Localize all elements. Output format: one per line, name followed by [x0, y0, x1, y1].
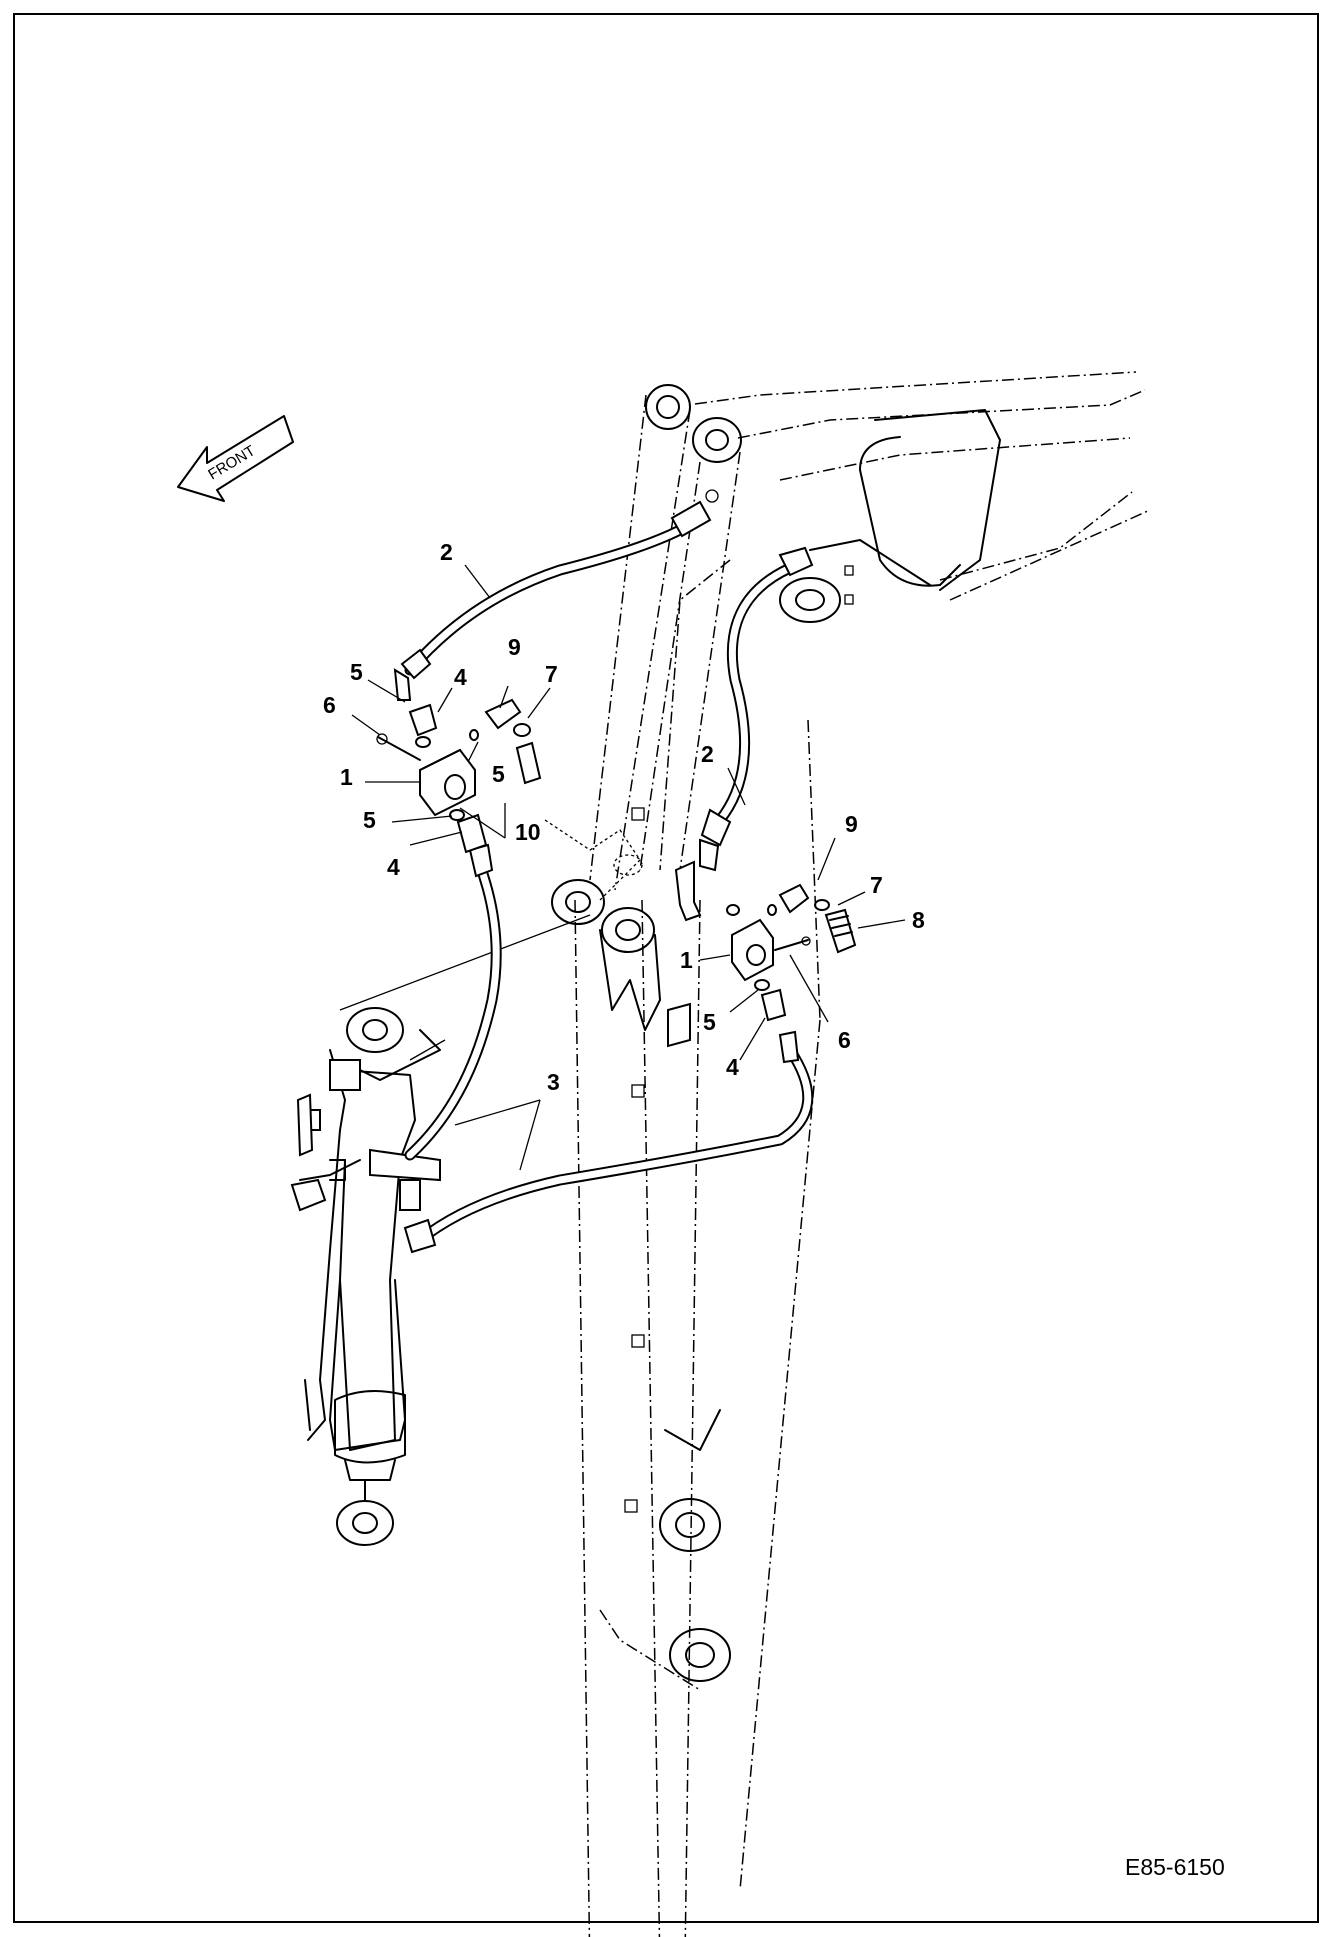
- callout-5-top-left: 5: [350, 659, 363, 685]
- callout-10: 10: [515, 819, 541, 845]
- drawing-number: E85-6150: [1125, 1854, 1225, 1880]
- callout-9-left: 9: [508, 634, 521, 660]
- callout-7-right: 7: [870, 872, 883, 898]
- hose-2-right: [699, 546, 814, 872]
- callout-4-right: 4: [726, 1054, 739, 1080]
- callout-2-upper-hose: 2: [440, 539, 453, 565]
- drawing-frame: [13, 13, 1319, 1923]
- callout-5-right: 5: [703, 1009, 716, 1035]
- hose-3: [403, 1030, 814, 1254]
- front-arrow-icon: FRONT: [177, 415, 294, 502]
- hose-2-upper: [393, 489, 719, 701]
- callout-2-right-hose: 2: [701, 741, 714, 767]
- callouts: 2 5 4 9 7 6 1 5 5 10 4 2 9 7 8 1 5 6 4 3: [323, 539, 925, 1095]
- hose-4-left: [404, 843, 502, 1161]
- callout-3: 3: [547, 1069, 560, 1095]
- callout-5-lower-left: 5: [363, 807, 376, 833]
- valve-block-right: [726, 883, 857, 1022]
- callout-4-lower-left: 4: [387, 854, 400, 880]
- callout-5-mid-left: 5: [492, 761, 505, 787]
- callout-7-left: 7: [545, 661, 558, 687]
- callout-9-right: 9: [845, 811, 858, 837]
- boom-outline: [544, 371, 1151, 1937]
- callout-4-top-left: 4: [454, 664, 467, 690]
- callout-6-right: 6: [838, 1027, 851, 1053]
- callout-1-right: 1: [680, 947, 693, 973]
- callout-1-left: 1: [340, 764, 353, 790]
- callout-6-left: 6: [323, 692, 336, 718]
- valve-block-left: [376, 698, 542, 854]
- bucket-cylinder: [290, 914, 591, 1546]
- leader-lines: [351, 564, 906, 1171]
- callout-8: 8: [912, 907, 925, 933]
